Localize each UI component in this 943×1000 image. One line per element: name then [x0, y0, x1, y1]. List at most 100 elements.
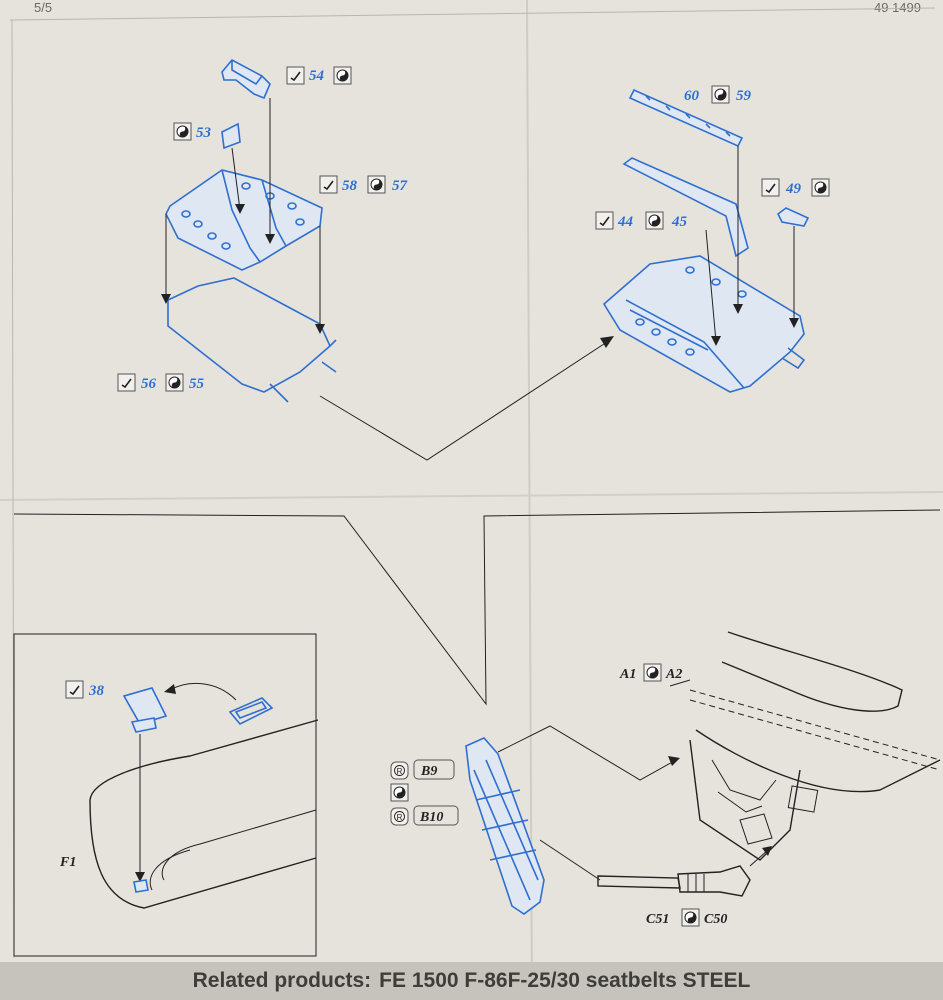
instrument-detail [711, 759, 777, 813]
remove-r-icon [390, 761, 409, 780]
page-number-right: 49 1499 [874, 0, 921, 15]
page-number-left: 5/5 [34, 0, 53, 15]
transfer-arrow [319, 339, 611, 461]
bend-icon [117, 373, 136, 392]
console-inner-edge [161, 809, 317, 881]
detail-f1 [89, 682, 319, 909]
part-44-rail [622, 157, 749, 258]
part-label-44: 44 [617, 214, 634, 230]
fold-line-vertical [526, 0, 533, 1000]
fuse-panel [787, 785, 819, 813]
part-38-shape [122, 687, 168, 725]
paint-yin-yang-icon [811, 178, 830, 197]
paint-yin-yang-icon [711, 85, 730, 104]
bend-icon [65, 680, 84, 699]
part-38-tab [130, 717, 157, 733]
seat-hole [287, 202, 297, 210]
paint-yin-yang-icon [333, 66, 352, 85]
handle-slot [739, 813, 773, 845]
paint-yin-yang-icon [173, 122, 192, 141]
paint-yin-yang-icon [643, 663, 662, 682]
seat-right-tab [781, 347, 806, 370]
paint-yin-yang-icon [390, 783, 409, 802]
part-38-flipped [228, 697, 274, 725]
remove-r-icon [390, 807, 409, 826]
arrow-lever [749, 849, 769, 867]
lever-pointer [539, 839, 601, 881]
lever-grip [687, 874, 705, 892]
seat-assembly-left [161, 58, 337, 403]
side-edge [695, 729, 941, 793]
related-products-footer: Related products: FE 1500 F-86F-25/30 se… [0, 962, 943, 1000]
seat-bucket-right-rails [625, 299, 745, 389]
flip-arrow [169, 682, 237, 701]
seat-hole [295, 218, 305, 226]
console-inner-edge-2 [149, 849, 191, 891]
paint-yin-yang-icon [645, 211, 664, 230]
part-49-shape [776, 207, 810, 227]
part-label-c51: C51 [646, 912, 669, 927]
lever-rod [597, 875, 681, 889]
b9-frame [413, 759, 455, 780]
panel-b9-grid [473, 759, 539, 901]
part-label-56: 56 [141, 376, 157, 392]
part-label-58: 58 [342, 178, 358, 194]
seat-hole [193, 220, 203, 228]
fold-line-horizontal [0, 491, 943, 501]
footer-prefix: Related products: [192, 969, 372, 992]
part-53-shape [221, 122, 241, 150]
part-label-60: 60 [684, 88, 700, 104]
part-54-detail [231, 60, 263, 86]
instrument-cutout [689, 739, 801, 861]
arrow-53 [231, 147, 241, 211]
part-38-placed [133, 879, 149, 893]
detail-box-f1 [13, 633, 317, 957]
part-label-a2: A2 [665, 667, 682, 682]
seat-hole [181, 210, 191, 218]
panel-pointer [497, 725, 677, 781]
part-label-45: 45 [671, 214, 688, 230]
bend-icon [761, 178, 780, 197]
bend-icon [595, 211, 614, 230]
part-label-55: 55 [189, 376, 205, 392]
seat-bucket-edge [221, 169, 261, 263]
a1-pointer [669, 679, 691, 687]
seat-hole [221, 242, 231, 250]
part-label-a1: A1 [619, 667, 636, 682]
bend-icon [286, 66, 305, 85]
seat-bucket-shape [165, 169, 323, 271]
part-label-38: 38 [88, 683, 105, 699]
part-label-b10: B10 [419, 810, 443, 825]
seat-hole [241, 182, 251, 190]
paint-yin-yang-icon [367, 175, 386, 194]
arrow-44 [705, 229, 717, 343]
part-label-b9: B9 [420, 764, 437, 779]
top-border [9, 7, 936, 21]
console-top-edge [89, 719, 319, 801]
canopy-rail [721, 631, 903, 712]
paint-yin-yang-icon [165, 373, 184, 392]
seat-bucket-right-shape [602, 255, 805, 393]
sill-dashes [689, 689, 941, 771]
seat-cushion-tabs [269, 339, 337, 403]
part-label-c50: C50 [704, 912, 727, 927]
part-label-57: 57 [392, 178, 408, 194]
lower-section-outline [13, 509, 941, 706]
seat-assembly-right [602, 88, 810, 393]
b10-frame [413, 805, 459, 826]
cockpit-detail [465, 631, 941, 915]
bend-icon [319, 175, 338, 194]
part-label-59: 59 [736, 88, 752, 104]
part-label-54: 54 [309, 68, 325, 84]
panel-b9-shape [465, 737, 545, 915]
seat-hole [207, 232, 217, 240]
seat-cushion-shape [167, 277, 331, 393]
paint-yin-yang-icon [681, 908, 700, 927]
console-bottom-edge [89, 799, 317, 909]
label-f1: F1 [59, 855, 76, 870]
part-label-53: 53 [196, 125, 212, 141]
part-60-teeth [645, 95, 731, 137]
footer-text: FE 1500 F-86F-25/30 seatbelts STEEL [379, 969, 751, 992]
part-label-49: 49 [785, 181, 802, 197]
